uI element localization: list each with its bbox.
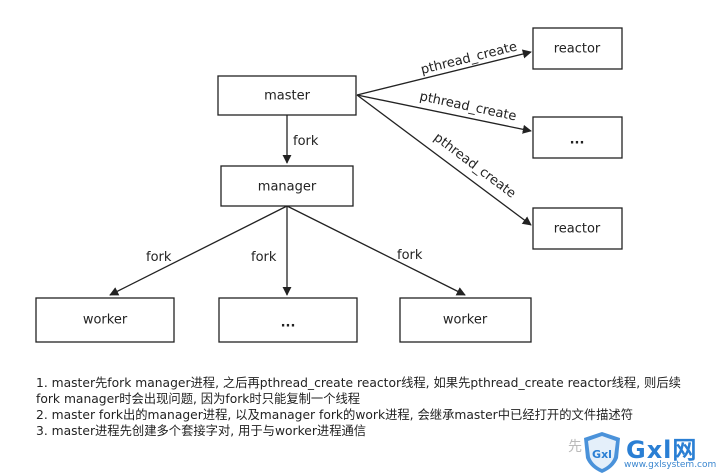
node-reactor-ellipsis-label: ... — [570, 133, 585, 148]
shield-logo-icon: Gxl — [584, 432, 620, 473]
node-worker-right: worker — [399, 297, 532, 343]
node-worker-left: worker — [35, 297, 175, 343]
node-master-label: master — [264, 89, 310, 104]
node-reactor-bottom: reactor — [532, 207, 623, 250]
watermark-brand: Gxl网 — [626, 436, 698, 464]
edge-label-master-manager: fork — [293, 134, 319, 149]
node-manager-label: manager — [258, 180, 317, 195]
node-worker-left-label: worker — [83, 313, 128, 328]
edge-master-reactor-top — [356, 49, 532, 96]
edge-manager-worker-left — [109, 205, 288, 296]
watermark-prefix: 先 — [568, 439, 582, 455]
note-1: 1. master先fork manager进程, 之后再pthread_cre… — [36, 376, 681, 406]
edge-master-reactor-ellipsis — [356, 94, 532, 134]
watermark: 先 Gxl Gxl网 www.gxlsystem.com — [568, 430, 718, 474]
node-manager: manager — [220, 165, 354, 207]
node-reactor-top-label: reactor — [554, 42, 601, 57]
edge-label-pthread-bottom: pthread_create — [431, 130, 519, 201]
note-2: 2. master fork出的manager进程, 以及manager for… — [36, 408, 634, 422]
edge-label-fork-left: fork — [146, 250, 172, 265]
svg-text:Gxl: Gxl — [592, 448, 612, 461]
edge-master-reactor-bottom — [356, 94, 532, 226]
node-master: master — [217, 75, 357, 116]
note-3: 3. master进程先创建多个套接字对, 用于与worker进程通信 — [36, 424, 367, 438]
edge-label-fork-right: fork — [397, 248, 423, 263]
node-worker-right-label: worker — [443, 313, 488, 328]
node-worker-ellipsis-label: ... — [281, 316, 296, 331]
edge-manager-worker-right — [286, 205, 466, 296]
notes-block: 1. master先fork manager进程, 之后再pthread_cre… — [36, 375, 696, 439]
node-worker-ellipsis: ... — [218, 297, 358, 343]
edge-label-pthread-middle: pthread_create — [418, 89, 518, 124]
edge-label-fork-middle: fork — [251, 250, 277, 265]
watermark-url: www.gxlsystem.com — [624, 460, 717, 470]
node-reactor-top: reactor — [532, 27, 623, 70]
node-reactor-ellipsis: ... — [532, 116, 623, 159]
node-reactor-bottom-label: reactor — [554, 222, 601, 237]
process-diagram: fork pthread_create pthread_create pthre… — [35, 27, 623, 343]
